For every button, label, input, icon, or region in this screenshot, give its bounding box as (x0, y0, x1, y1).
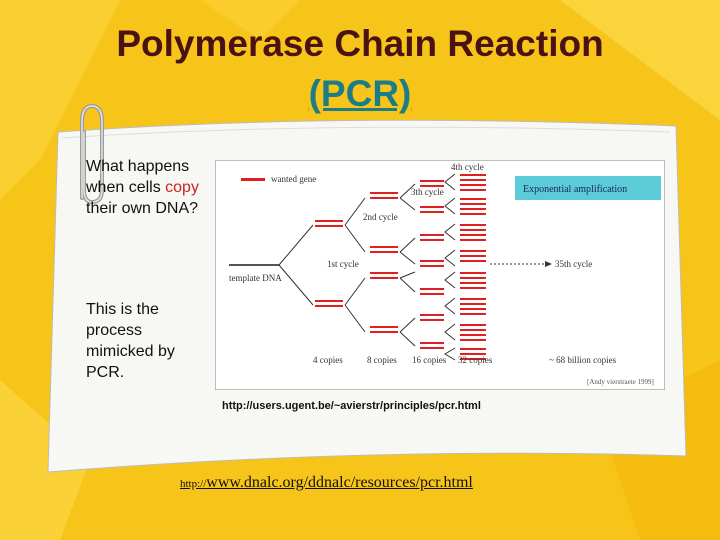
copy-word: copy (165, 179, 199, 196)
fan-arrows (444, 173, 456, 361)
title-line-1: Polymerase Chain Reaction (116, 23, 604, 64)
billion-copies: ~ 68 billion copies (549, 355, 617, 365)
branch-lines (278, 183, 416, 347)
cycle-1-label: 1st cycle (327, 259, 359, 269)
copies-16: 16 copies (412, 355, 447, 365)
cycle-3-label: 3th cycle (411, 187, 444, 197)
cycle-2-copies (370, 192, 398, 333)
diagram-credit: [Andy vierstraete 1999] (587, 378, 654, 386)
exponential-label: Exponential amplification (523, 184, 627, 195)
cycle-3-pairs (420, 180, 444, 349)
source-link-1[interactable]: http://users.ugent.be/~avierstr/principl… (222, 400, 481, 412)
cycle-2-label: 2nd cycle (363, 212, 398, 222)
copies-8: 8 copies (367, 355, 397, 365)
template-dna-label: template DNA (229, 273, 282, 283)
cycle-35-label: 35th cycle (555, 259, 592, 269)
wanted-gene-label: wanted gene (271, 174, 316, 184)
exponential-box: Exponential amplification (515, 176, 661, 200)
paperclip-icon (80, 103, 104, 205)
pcr-abbreviation: (PCR) (308, 73, 412, 114)
copy-counts: 4 copies 8 copies 16 copies 32 copies ~ … (313, 355, 617, 365)
template-dna: template DNA (229, 264, 282, 283)
pcr-diagram: wanted gene template DNA (215, 160, 665, 390)
wanted-gene-legend: wanted gene (241, 174, 316, 184)
copies-32: 32 copies (458, 355, 493, 365)
title-line-2: (PCR) (0, 72, 720, 116)
side-text-answer: This is the process mimicked by PCR. (86, 301, 175, 381)
copies-4: 4 copies (313, 355, 343, 365)
cycle-4-label: 4th cycle (451, 162, 484, 172)
cycle-3-4-copies (460, 174, 486, 360)
cycle-35-arrow: 35th cycle (490, 259, 592, 269)
cycle-1-copies (315, 220, 343, 307)
side-text-question: What happens when cells copy their own D… (86, 158, 199, 217)
source-link-2[interactable]: http://www.dnalc.org/ddnalc/resources/pc… (180, 474, 473, 491)
